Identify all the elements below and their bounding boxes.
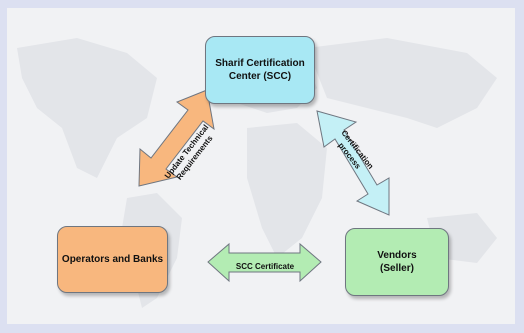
operators-and-banks-node: Operators and Banks: [57, 226, 168, 293]
scc-node: Sharif Certification Center (SCC): [205, 36, 315, 104]
scc-certificate-label: SCC Certificate: [235, 262, 295, 271]
scc-certificate-arrow: [207, 242, 322, 283]
certification-process-arrow: [316, 110, 390, 216]
world-map-background: [17, 38, 497, 308]
update-requirements-arrow: [138, 89, 215, 187]
vendors-node: Vendors (Seller): [345, 228, 449, 296]
